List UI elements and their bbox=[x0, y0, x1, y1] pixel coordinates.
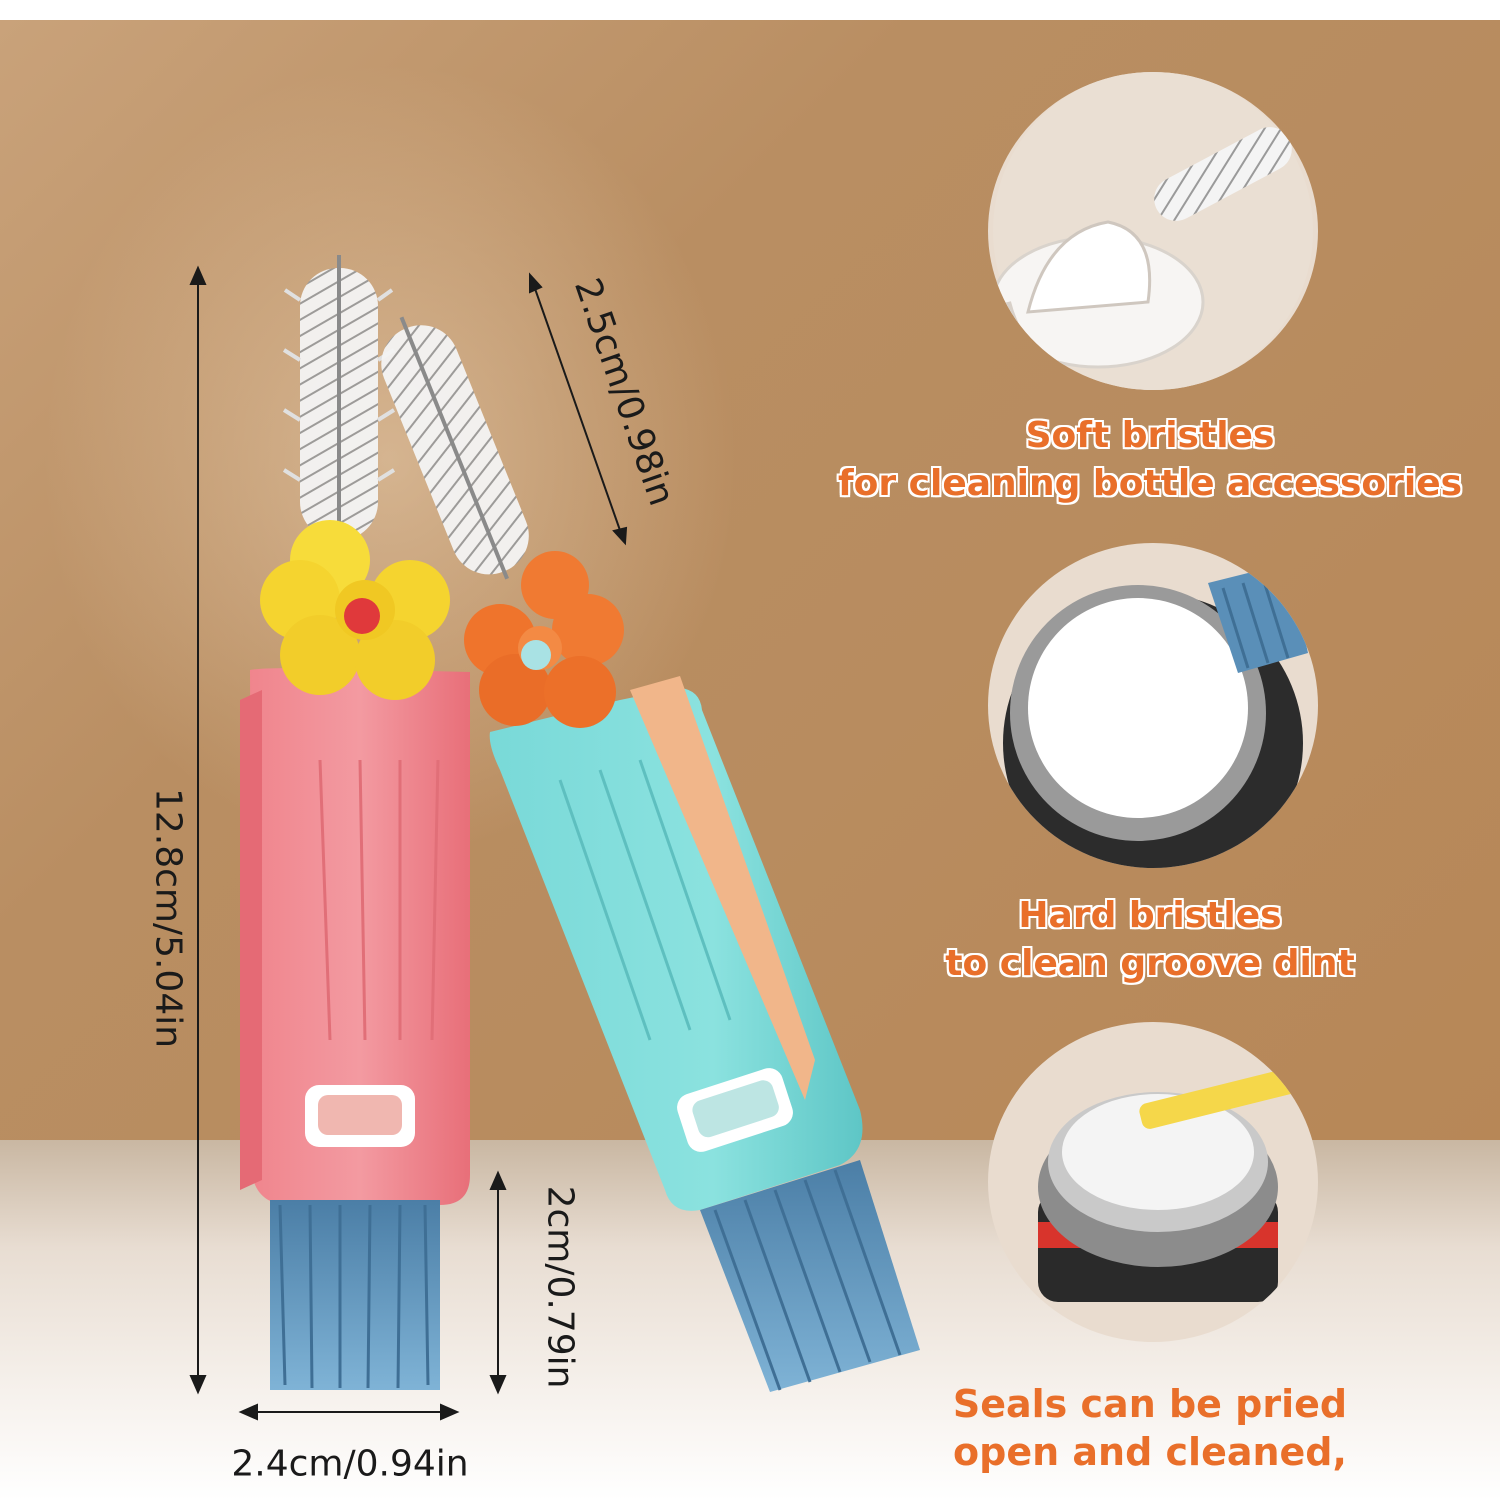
pink-brush-tip bbox=[282, 255, 396, 545]
teal-brush-tip bbox=[381, 316, 529, 580]
teal-handle bbox=[489, 676, 920, 1392]
soft-bristles-callout: Soft bristles for cleaning bottle access… bbox=[820, 412, 1480, 508]
length-dimension-label: 12.8cm/5.04in bbox=[147, 787, 189, 1049]
yellow-flower bbox=[260, 520, 450, 700]
hard-bristles-callout: Hard bristles to clean groove dint bbox=[820, 892, 1480, 988]
orange-flower bbox=[464, 551, 624, 728]
hard-bristles-photo bbox=[988, 543, 1318, 868]
bristle-dimension-label: 2cm/0.79in bbox=[539, 1185, 581, 1389]
width-dimension-label: 2.4cm/0.94in bbox=[231, 1443, 469, 1485]
soft-bristles-description: for cleaning bottle accessories bbox=[837, 463, 1463, 504]
soft-bristles-title: Soft bristles bbox=[1025, 415, 1275, 456]
seal-callout: Seals can be pried open and cleaned, bbox=[820, 1380, 1480, 1476]
hard-bristles-description: to clean groove dint bbox=[945, 943, 1355, 984]
seal-callout-line-2: open and cleaned, bbox=[953, 1430, 1347, 1474]
pink-handle bbox=[240, 668, 470, 1390]
seal-callout-line-1: Seals can be pried bbox=[952, 1382, 1348, 1426]
seal-cleaning-photo bbox=[988, 1022, 1318, 1342]
soft-bristles-photo bbox=[988, 72, 1318, 390]
hard-bristles-title: Hard bristles bbox=[1018, 895, 1282, 936]
dimension-arrows bbox=[189, 265, 628, 1421]
